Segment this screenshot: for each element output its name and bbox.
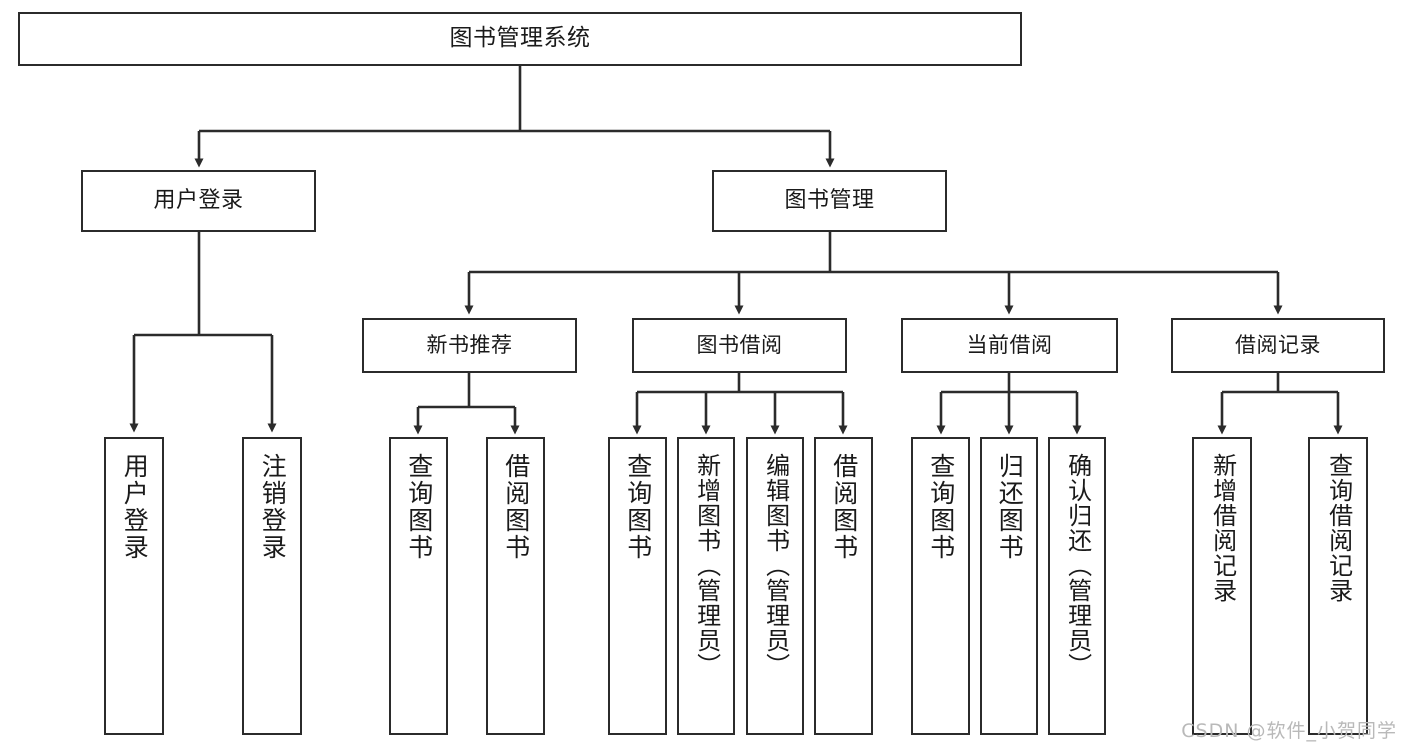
leaf-query-book-1[interactable]: 查询图书 — [389, 437, 448, 735]
node-user-login[interactable]: 用户登录 — [81, 170, 316, 232]
leaf-edit-book[interactable]: 编辑图书（管理员） — [746, 437, 804, 735]
node-book-manage-label: 图书管理 — [784, 187, 875, 213]
leaf-return-book-label: 归还图书 — [995, 453, 1025, 561]
leaf-query-book-3[interactable]: 查询图书 — [911, 437, 970, 735]
leaf-return-book[interactable]: 归还图书 — [980, 437, 1038, 735]
leaf-add-record-label: 新增借阅记录 — [1208, 453, 1237, 603]
leaf-query-book-2-label: 查询图书 — [623, 453, 653, 561]
leaf-add-book-label: 新增图书（管理员） — [692, 453, 721, 678]
leaf-borrow-book-1-label: 借阅图书 — [501, 453, 531, 561]
node-book-borrow[interactable]: 图书借阅 — [632, 318, 847, 373]
leaf-add-record[interactable]: 新增借阅记录 — [1192, 437, 1252, 735]
leaf-confirm-return[interactable]: 确认归还（管理员） — [1048, 437, 1106, 735]
leaf-borrow-book-1[interactable]: 借阅图书 — [486, 437, 545, 735]
node-borrow-record[interactable]: 借阅记录 — [1171, 318, 1385, 373]
leaf-query-book-3-label: 查询图书 — [926, 453, 956, 561]
leaf-query-book-2[interactable]: 查询图书 — [608, 437, 667, 735]
leaf-borrow-book-2[interactable]: 借阅图书 — [814, 437, 873, 735]
leaf-query-record-label: 查询借阅记录 — [1324, 453, 1353, 603]
node-user-login-label: 用户登录 — [153, 187, 244, 213]
leaf-edit-book-label: 编辑图书（管理员） — [761, 453, 790, 678]
node-new-book-rec[interactable]: 新书推荐 — [362, 318, 577, 373]
leaf-borrow-book-2-label: 借阅图书 — [829, 453, 859, 561]
leaf-user-login[interactable]: 用户登录 — [104, 437, 164, 735]
leaf-query-book-1-label: 查询图书 — [404, 453, 434, 561]
leaf-user-login-label: 用户登录 — [120, 453, 150, 561]
leaf-add-book[interactable]: 新增图书（管理员） — [677, 437, 735, 735]
node-current-borrow[interactable]: 当前借阅 — [901, 318, 1118, 373]
node-book-borrow-label: 图书借阅 — [696, 332, 783, 357]
node-root[interactable]: 图书管理系统 — [18, 12, 1022, 66]
leaf-query-record[interactable]: 查询借阅记录 — [1308, 437, 1368, 735]
leaf-confirm-return-label: 确认归还（管理员） — [1063, 453, 1092, 678]
leaf-logout-login[interactable]: 注销登录 — [242, 437, 302, 735]
node-borrow-record-label: 借阅记录 — [1235, 332, 1321, 357]
node-book-manage[interactable]: 图书管理 — [712, 170, 947, 232]
node-current-borrow-label: 当前借阅 — [966, 332, 1053, 357]
node-root-label: 图书管理系统 — [449, 25, 591, 52]
leaf-logout-login-label: 注销登录 — [258, 453, 288, 561]
node-new-book-rec-label: 新书推荐 — [426, 332, 513, 357]
